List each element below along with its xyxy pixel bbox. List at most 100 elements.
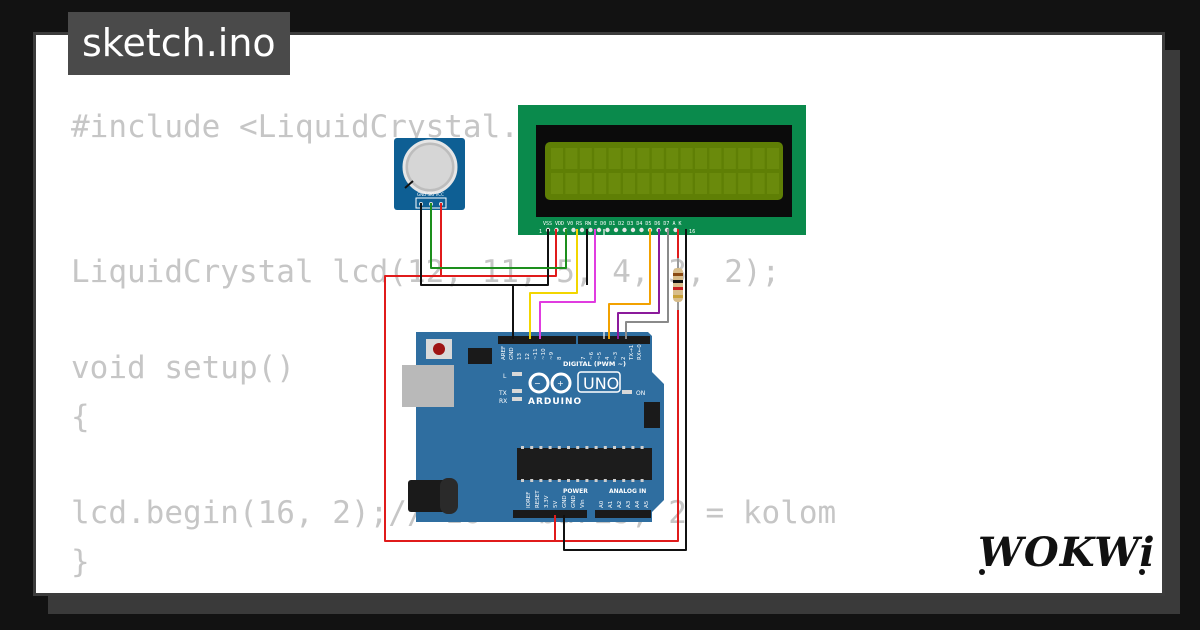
lcd-cell bbox=[565, 148, 578, 169]
lcd-pin bbox=[630, 227, 636, 233]
lcd-cell bbox=[752, 148, 765, 169]
file-tab[interactable]: sketch.ino bbox=[68, 12, 290, 75]
lcd-cell bbox=[752, 173, 765, 194]
led-l-label: L bbox=[503, 373, 507, 380]
wokwi-logo-text: WOKWi bbox=[978, 529, 1154, 576]
digital-label: DIGITAL (PWM ~) bbox=[563, 360, 626, 368]
wokwi-logo[interactable]: WOKWi bbox=[974, 526, 1154, 578]
icsp-header bbox=[468, 348, 492, 364]
chip-pin bbox=[613, 446, 616, 449]
wire-black-vss bbox=[513, 229, 549, 286]
code-line: } bbox=[71, 543, 90, 580]
board-model: UNO bbox=[583, 374, 619, 393]
chip-pin bbox=[585, 446, 589, 449]
lcd-cell bbox=[738, 148, 751, 169]
chip-pin bbox=[603, 479, 607, 482]
led-on-label: ON bbox=[636, 390, 645, 397]
chip-pin bbox=[521, 446, 524, 449]
digital-pin-label: 2 bbox=[621, 357, 627, 361]
analog-pin-label: A3 bbox=[626, 500, 632, 508]
code-editor[interactable]: #include <LiquidCrystal.h>LiquidCrystal … bbox=[71, 103, 836, 586]
chip-pin bbox=[585, 479, 589, 482]
digital-pin-label: 4 bbox=[605, 356, 611, 360]
digital-pin-label: ~3 bbox=[613, 351, 619, 360]
digital-pin-label: ~10 bbox=[541, 348, 547, 360]
digital-pin-label: ~6 bbox=[589, 351, 595, 360]
chip-pin bbox=[521, 479, 524, 482]
analog-label: ANALOG IN bbox=[609, 488, 646, 495]
lcd-cell bbox=[551, 148, 563, 169]
lcd-cell bbox=[594, 148, 607, 169]
lcd-cell bbox=[579, 173, 592, 194]
digital-pin-label: 13 bbox=[517, 353, 523, 360]
board-brand: ARDUINO bbox=[528, 397, 582, 407]
analog-pin-label: A5 bbox=[644, 500, 650, 508]
lcd-cell bbox=[579, 148, 592, 169]
digital-pin-label: AREF bbox=[501, 346, 507, 360]
chip-pin bbox=[548, 479, 552, 482]
lcd-cell bbox=[651, 173, 664, 194]
power-label: POWER bbox=[563, 488, 588, 495]
power-pin-label: GND bbox=[562, 495, 568, 508]
lcd-cell bbox=[594, 173, 607, 194]
wires bbox=[384, 203, 687, 551]
power-pin-label: IOREF bbox=[526, 492, 532, 508]
logo-dot bbox=[979, 569, 985, 575]
lcd-pin bbox=[571, 227, 576, 233]
wire-black-k bbox=[563, 229, 687, 551]
wire-orange-d4 bbox=[608, 229, 651, 339]
chip-pin bbox=[557, 446, 561, 449]
digital-pin-label: RX←0 bbox=[637, 344, 643, 360]
lcd-cell bbox=[637, 173, 650, 194]
lcd-cell bbox=[709, 173, 722, 194]
lcd-pin bbox=[673, 227, 678, 233]
lcd-cell bbox=[651, 148, 664, 169]
wire-red-vdd bbox=[441, 229, 557, 277]
arduino-plus-glyph: + bbox=[557, 379, 564, 388]
wire-gray-d7 bbox=[625, 229, 669, 339]
chip-pin bbox=[594, 479, 598, 482]
lcd-pin-last: 16 bbox=[689, 229, 695, 235]
lcd-pin bbox=[605, 227, 610, 233]
chip-pin bbox=[640, 446, 644, 449]
code-line: void setup() bbox=[71, 350, 295, 387]
analog-pin-label: A2 bbox=[617, 501, 623, 508]
led-rx-label: RX bbox=[499, 398, 507, 405]
resistor[interactable] bbox=[673, 258, 683, 310]
chip-pin bbox=[576, 479, 580, 482]
chip-pin bbox=[567, 446, 570, 449]
arduino-infinity-icon bbox=[528, 372, 572, 394]
wire-red-vcc bbox=[384, 203, 556, 542]
power-pin-label: GND bbox=[571, 495, 577, 508]
lcd-cell bbox=[767, 148, 779, 169]
power-pin-label: Vin bbox=[580, 499, 586, 508]
digital-pin-label: ~5 bbox=[597, 351, 603, 360]
potentiometer[interactable]: GND SIG VCC bbox=[394, 138, 465, 210]
digital-pin-label: ~11 bbox=[533, 348, 539, 360]
lcd-cell bbox=[666, 148, 679, 169]
power-pin-label: 3.3V bbox=[544, 495, 550, 508]
wire-yellow-rs bbox=[529, 229, 578, 339]
lcd-cell bbox=[623, 148, 635, 169]
chip-pin bbox=[548, 446, 552, 449]
chip-pin bbox=[539, 446, 543, 449]
lcd-cell bbox=[680, 173, 693, 194]
lcd-cell bbox=[680, 148, 693, 169]
pot-pin-labels: GND SIG VCC bbox=[417, 192, 444, 197]
analog-pin-label: A4 bbox=[635, 500, 641, 508]
lcd-display[interactable]: VSS VDD V0 RS RW E D0 D1 D2 D3 D4 D5 D6 … bbox=[518, 105, 806, 235]
analog-pin-label: A1 bbox=[608, 501, 614, 508]
arduino-minus-glyph: − bbox=[534, 379, 541, 388]
lcd-cell bbox=[637, 148, 650, 169]
logo-dot bbox=[1139, 569, 1145, 575]
lcd-cell bbox=[565, 173, 578, 194]
lcd-pin bbox=[579, 227, 585, 233]
chip-pin bbox=[557, 479, 561, 482]
lcd-cell bbox=[608, 148, 621, 169]
lcd-cell bbox=[623, 173, 635, 194]
lcd-cell bbox=[709, 148, 722, 169]
chip-pin bbox=[631, 446, 635, 449]
